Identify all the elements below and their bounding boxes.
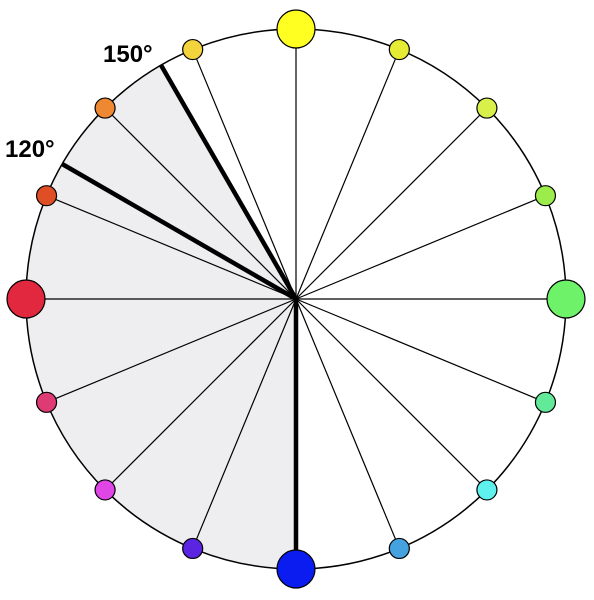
- hue-marker: [476, 97, 498, 119]
- hue-marker: [35, 391, 58, 413]
- angle-label-120: 120°: [5, 136, 55, 163]
- hue-marker: [35, 185, 58, 207]
- hue-markers: [6, 9, 586, 589]
- spokes: [26, 29, 566, 569]
- spoke: [46, 298, 297, 403]
- spoke: [295, 298, 546, 403]
- spoke: [295, 195, 546, 300]
- angle-label-150: 150°: [103, 41, 153, 68]
- spoke: [46, 195, 297, 300]
- hue-marker: [388, 537, 410, 560]
- highlighted-sector: [26, 65, 297, 569]
- hue-marker: [534, 185, 557, 207]
- hue-marker: [534, 391, 557, 413]
- bold-spoke: [61, 162, 298, 301]
- hue-marker: [182, 38, 204, 61]
- spoke: [295, 107, 488, 300]
- hue-marker: [6, 279, 46, 319]
- hue-marker: [182, 537, 204, 560]
- spoke: [295, 298, 400, 549]
- spoke: [192, 298, 297, 549]
- hue-marker: [276, 549, 316, 589]
- spoke: [104, 298, 297, 491]
- spoke: [295, 49, 400, 300]
- hue-marker: [546, 279, 586, 319]
- hue-marker: [476, 479, 498, 501]
- hue-marker: [94, 479, 116, 501]
- bold-spokes: [61, 64, 299, 569]
- hue-marker: [94, 97, 116, 119]
- hue-marker: [388, 38, 410, 61]
- bold-spoke: [159, 64, 298, 301]
- spoke: [295, 298, 488, 491]
- spoke: [192, 49, 297, 300]
- spoke: [104, 107, 297, 300]
- hue-marker: [276, 9, 316, 49]
